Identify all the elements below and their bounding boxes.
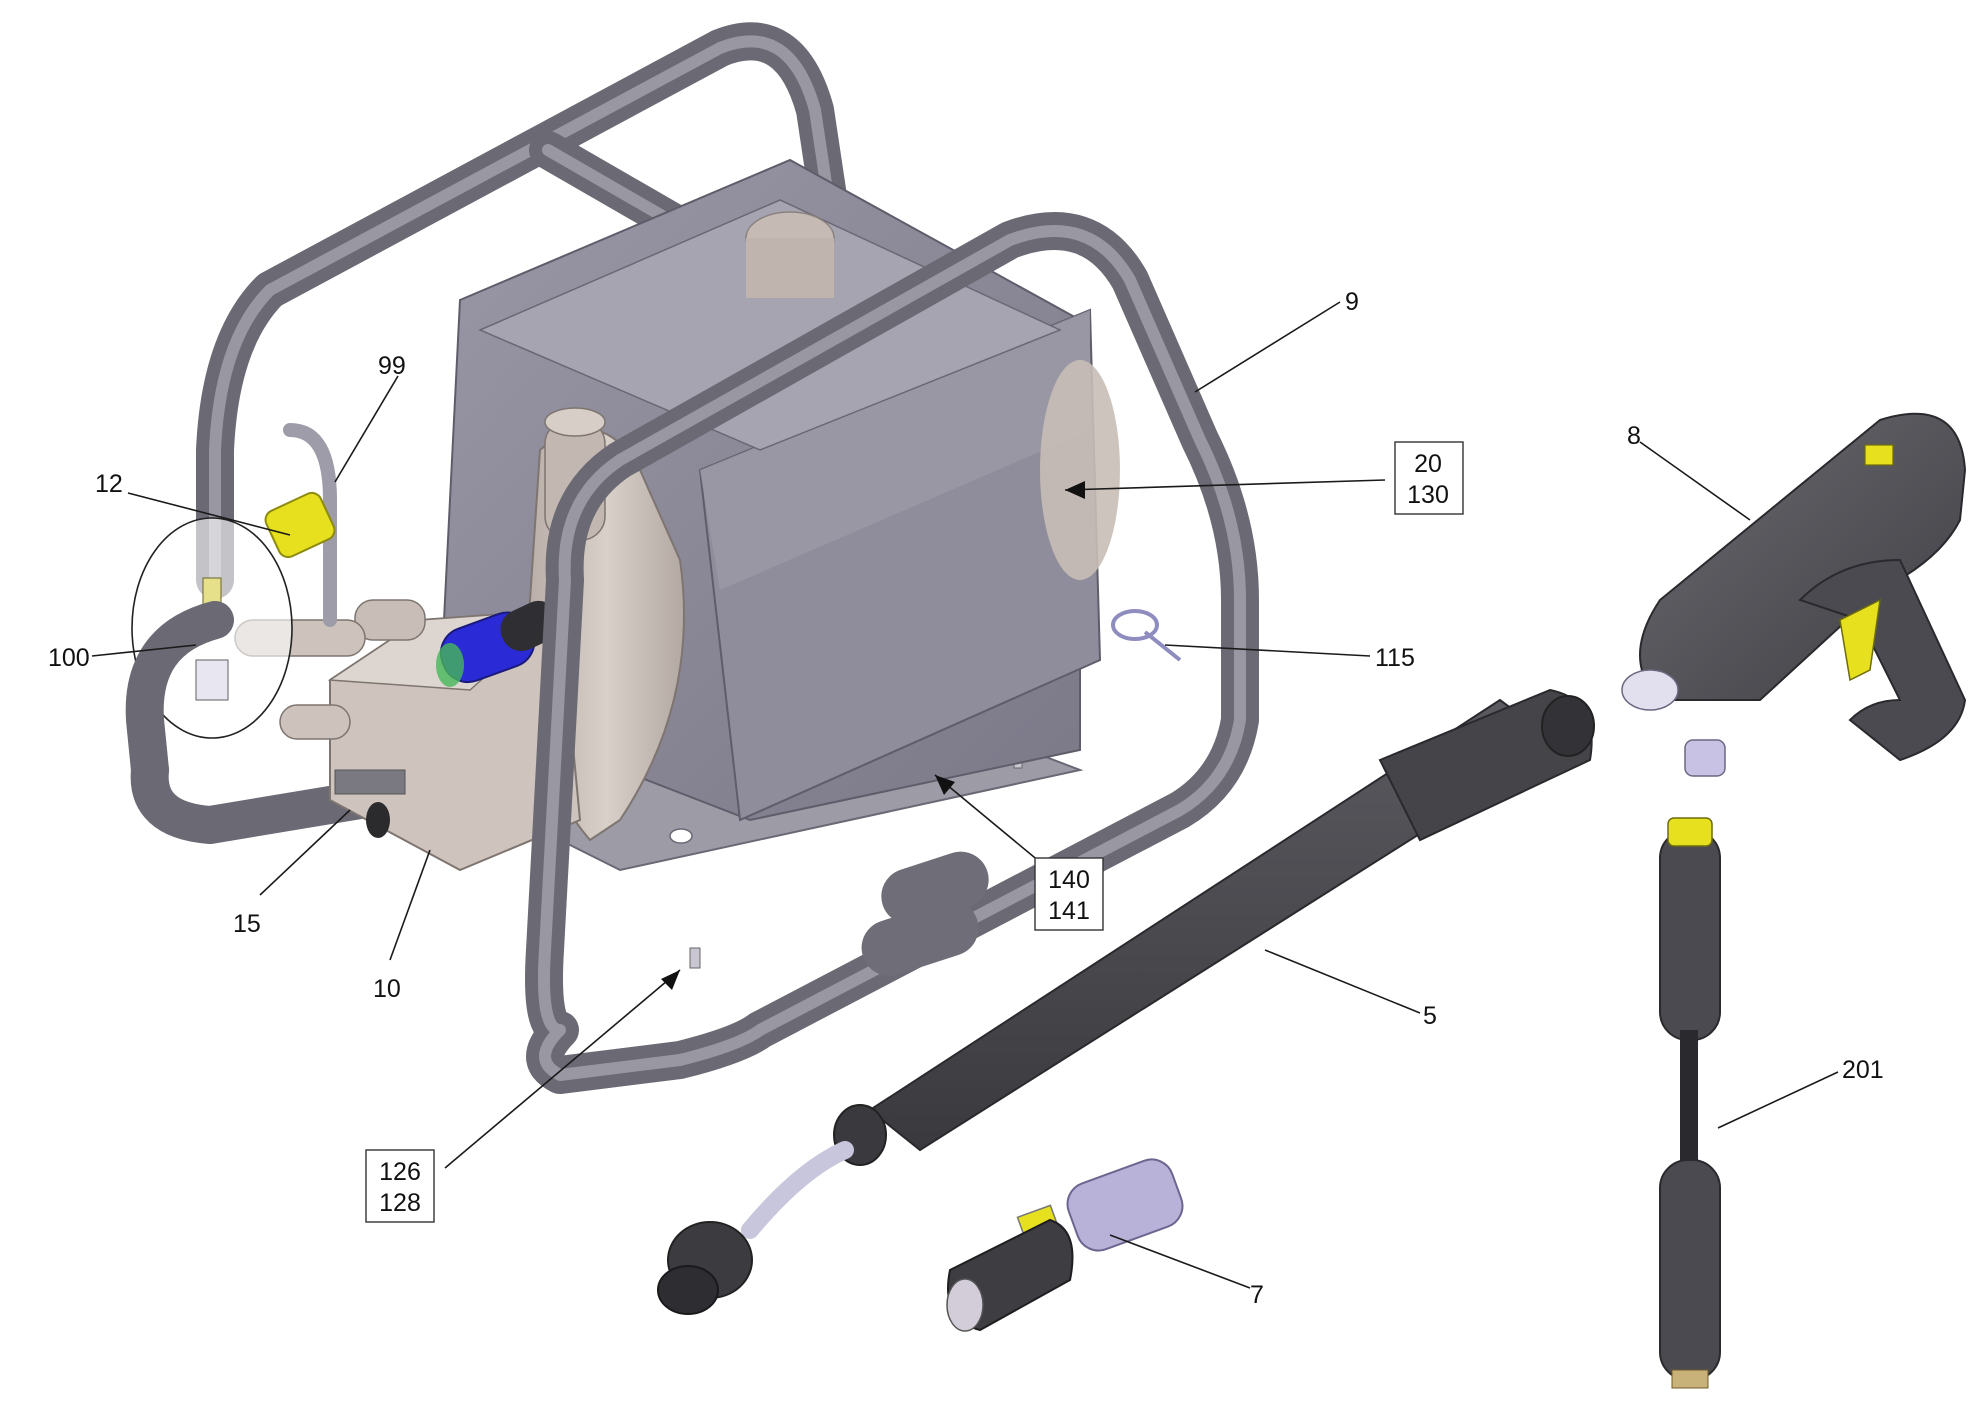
callout-140: 140: [1048, 866, 1090, 894]
callout-15: 15: [233, 910, 261, 938]
callout-9: 9: [1345, 288, 1359, 316]
callouts: 9 99 12 100 20 130 8 115 15 10 140 141 5…: [48, 288, 1884, 1309]
leader-lines: [91, 301, 1839, 1289]
callout-box-140-141: [1034, 857, 1104, 931]
extension-lance: [1659, 817, 1721, 1389]
callout-12: 12: [95, 470, 123, 498]
callout-128: 128: [379, 1189, 421, 1217]
callout-201: 201: [1842, 1056, 1884, 1084]
callout-5: 5: [1423, 1002, 1437, 1030]
callout-115: 115: [1375, 644, 1415, 672]
spray-gun: [1621, 412, 1967, 777]
hose-fitting: [264, 423, 337, 627]
callout-10: 10: [373, 975, 401, 1003]
callout-141: 141: [1048, 897, 1090, 925]
callout-130: 130: [1407, 481, 1449, 509]
nozzle: [946, 1158, 1184, 1332]
callout-box-126-128: [365, 1149, 435, 1223]
callout-100: 100: [48, 644, 90, 672]
callout-126: 126: [379, 1158, 421, 1186]
callout-99: 99: [378, 352, 406, 380]
callout-8: 8: [1627, 422, 1641, 450]
callout-box-20-130: [1394, 441, 1464, 515]
spray-lance: [657, 688, 1595, 1315]
cable-tie: [1111, 609, 1182, 662]
callout-7: 7: [1250, 1281, 1264, 1309]
front-frame: [125, 212, 1259, 1094]
callout-20: 20: [1414, 450, 1442, 478]
